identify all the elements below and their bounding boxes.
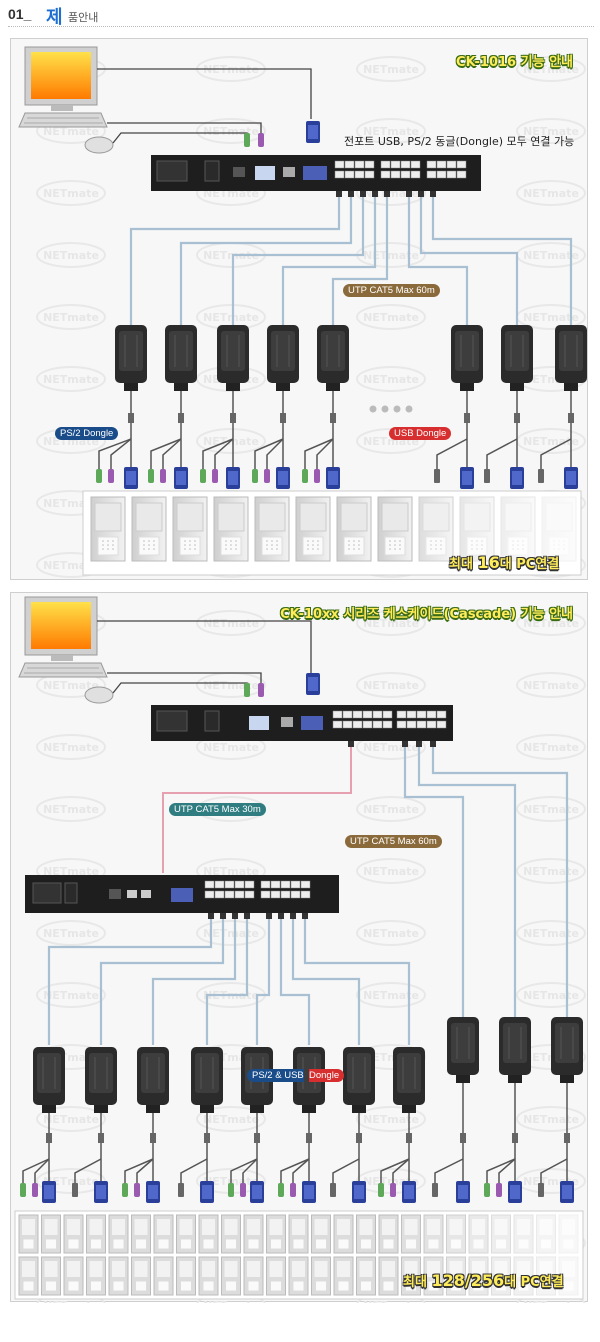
section-title-first-char: 제 xyxy=(46,7,63,28)
section-header: 01_ 제 품안내 xyxy=(8,4,594,28)
utp-cables xyxy=(129,195,573,325)
ps2-usb-dongle-label: PS/2 & USB xyxy=(247,1069,304,1082)
panel2-title: CK-10xx 시리즈 케스케이드(Cascade) 기능 안내 xyxy=(280,607,573,622)
master-kvm-switch-icon xyxy=(151,705,453,741)
kvm-switch-icon xyxy=(151,155,481,191)
kvm-dongles-right xyxy=(446,1016,584,1084)
cascade-diagram-panel: CK-10xx 시리즈 케스케이드(Cascade) 기능 안내 UTP CAT… xyxy=(10,592,589,1303)
cascade-diagram xyxy=(11,593,589,1303)
utp-30m-label: UTP CAT5 Max 30m xyxy=(169,803,266,816)
ellipsis-dots xyxy=(369,405,413,413)
keyboard-icon xyxy=(18,662,108,678)
monitor-icon xyxy=(24,46,98,111)
panel1-note: 전포트 USB, PS/2 동글(Dongle) 모두 연결 가능 xyxy=(344,135,575,148)
monitor-icon xyxy=(24,596,98,661)
utp-60m-label: UTP CAT5 Max 60m xyxy=(343,284,440,297)
panel1-title: CK-1016 기능 안내 xyxy=(456,55,573,70)
max-128-256-pc-label: 최대 128/256대 PC연결 xyxy=(403,1271,564,1290)
ck1016-diagram-panel: NETmate xyxy=(10,38,589,581)
ck1016-diagram: NETmate xyxy=(11,39,589,581)
slave-kvm-switch-icon xyxy=(25,875,339,913)
cascade-cable xyxy=(162,743,352,873)
utp-60m-label: UTP CAT5 Max 60m xyxy=(345,835,442,848)
mouse-icon xyxy=(84,686,114,704)
keyboard-icon xyxy=(18,112,108,128)
mouse-icon xyxy=(84,136,114,154)
dongle-label-suffix: Dongle xyxy=(309,1069,345,1082)
section-title-rest: 품안내 xyxy=(68,11,99,24)
section-number: 01_ xyxy=(8,6,32,22)
pc-towers-grid xyxy=(18,1214,579,1296)
ps2-dongle-label: PS/2 Dongle xyxy=(55,427,119,440)
usb-dongle-label: USB Dongle xyxy=(389,427,452,440)
max-16-pc-label: 최대 16대 PC연결 xyxy=(449,553,560,572)
